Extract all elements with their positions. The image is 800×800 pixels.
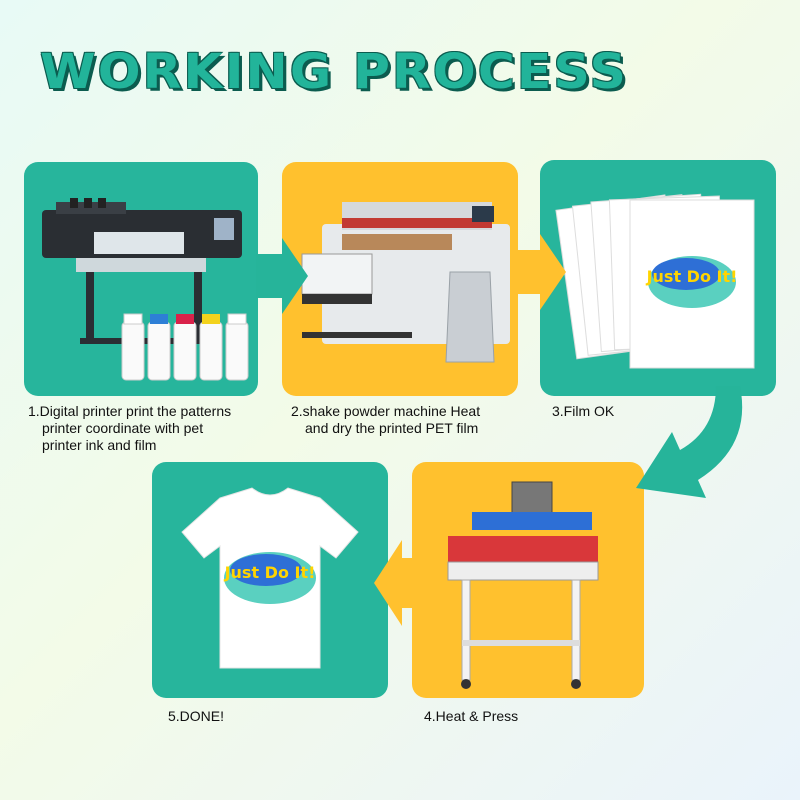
step-2-caption: 2.shake powder machine Heat and dry the …: [291, 403, 480, 437]
powder-shaker-illustration-icon: [282, 162, 518, 396]
step-1-caption-line-3: printer ink and film: [28, 437, 231, 454]
artwork-text: Just Do It!: [646, 267, 738, 286]
arrow-4-to-5-icon: [372, 538, 432, 628]
film-stack-illustration-icon: Just Do It!: [540, 160, 776, 396]
step-5-card: Just Do It!: [152, 462, 388, 698]
step-4-card: [412, 462, 644, 698]
page-title: WORKING PROCESS: [40, 44, 628, 100]
step-2-caption-line-1: 2.shake powder machine Heat: [291, 403, 480, 420]
tshirt-illustration-icon: Just Do It!: [152, 462, 388, 698]
step-2-card: [282, 162, 518, 396]
arrow-1-to-2-icon: [252, 236, 312, 316]
step-1-caption-line-2: printer coordinate with pet: [28, 420, 231, 437]
step-3-card: Just Do It!: [540, 160, 776, 396]
step-1-caption-line-1: 1.Digital printer print the patterns: [28, 403, 231, 420]
step-1-card: [24, 162, 258, 396]
step-3-caption: 3.Film OK: [552, 403, 614, 420]
step-1-caption: 1.Digital printer print the patterns pri…: [28, 403, 231, 454]
step-5-caption: 5.DONE!: [168, 708, 224, 725]
heat-press-illustration-icon: [412, 462, 644, 698]
arrow-2-to-3-icon: [510, 232, 570, 312]
arrow-3-to-4-icon: [632, 376, 752, 516]
artwork-text: Just Do It!: [224, 563, 316, 582]
step-2-caption-line-2: and dry the printed PET film: [291, 420, 480, 437]
printer-illustration-icon: [24, 162, 258, 396]
step-4-caption: 4.Heat & Press: [424, 708, 518, 725]
